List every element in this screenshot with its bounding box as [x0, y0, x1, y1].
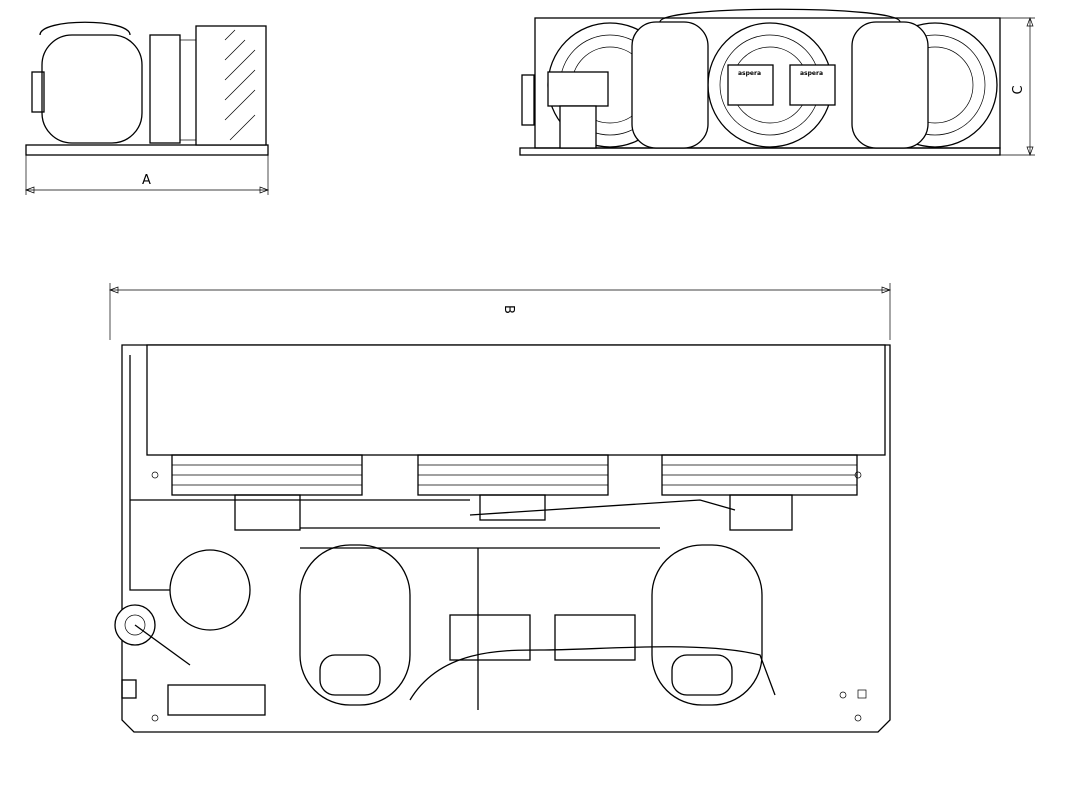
fan-motor: [149, 34, 181, 144]
base-plate: [25, 144, 269, 156]
compressor: [41, 34, 143, 144]
mounting-holes: [151, 471, 867, 722]
dimension-line-b: [109, 283, 891, 340]
receiver: [169, 549, 251, 631]
dimension-line-c: [1000, 17, 1035, 156]
component-box-1: [449, 614, 531, 661]
compressor-2-terminal-cover: [671, 654, 733, 696]
top-view: B: [109, 283, 891, 733]
pipework: [300, 499, 736, 549]
condenser-hatching: [180, 29, 256, 141]
base-plate: [519, 147, 1001, 156]
fan-motor-1: [234, 494, 301, 531]
dimension-label-c: C: [1011, 85, 1026, 94]
pipe: [659, 8, 901, 23]
component-label-2: aspera: [800, 70, 823, 77]
fan-guard-lines: [172, 464, 857, 486]
frame: [534, 17, 1001, 149]
control-box: [547, 71, 609, 107]
dimension-line-a: [25, 155, 269, 195]
terminal-box: [31, 71, 45, 113]
pipework: [409, 646, 776, 701]
component-box-1: [727, 64, 774, 106]
pipe: [39, 21, 131, 36]
component-label-1: aspera: [738, 70, 761, 77]
base-plate: [121, 344, 891, 733]
component-box-2: [789, 64, 836, 106]
pipework: [134, 624, 191, 666]
fan-motor-2: [479, 494, 546, 521]
pipework: [129, 355, 470, 591]
front-view: aspera aspera C: [519, 8, 1035, 156]
fan-motor-3: [729, 494, 793, 531]
component-box-2: [554, 614, 636, 661]
electrical-box: [167, 684, 266, 716]
control-box-base: [559, 105, 597, 149]
side-view: A: [25, 21, 269, 195]
switch: [121, 679, 137, 699]
condenser: [195, 25, 267, 146]
compressor-2: [851, 21, 929, 149]
dimension-label-a: A: [142, 173, 151, 188]
condenser: [146, 344, 886, 456]
dimension-label-b: B: [501, 305, 516, 314]
compressor-1: [631, 21, 709, 149]
side-fitting: [521, 74, 535, 126]
compressor-1-terminal-cover: [319, 654, 381, 696]
